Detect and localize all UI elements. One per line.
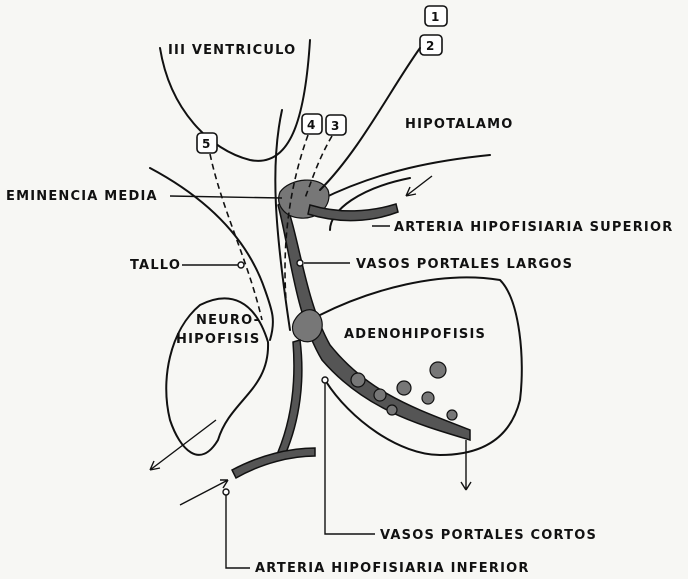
inferior-artery-arrow-in xyxy=(180,480,228,505)
short-portal-leader xyxy=(325,383,375,534)
short-portal-vessel xyxy=(278,340,302,455)
stalk-marker xyxy=(238,262,244,268)
svg-text:2: 2 xyxy=(426,39,434,53)
neurohypophysis-label-1: NEURO- xyxy=(196,313,260,328)
svg-text:5: 5 xyxy=(202,137,210,151)
neurohypophysis-label-2: HIPOFISIS xyxy=(176,332,260,347)
long-portal-label: VASOS PORTALES LARGOS xyxy=(356,257,573,272)
inferior-artery-label: ARTERIA HIPOFISIARIA INFERIOR xyxy=(255,561,530,576)
adenohypophysis-label: ADENOHIPOFISIS xyxy=(344,327,486,342)
ventricle-label: III VENTRICULO xyxy=(168,43,296,58)
third-ventricle-outline xyxy=(160,40,310,161)
venous-drain-arrow xyxy=(461,440,471,490)
median-eminence-label: EMINENCIA MEDIA xyxy=(6,189,158,204)
long-portal-marker xyxy=(297,260,303,266)
neuron-1: 1 xyxy=(425,6,447,26)
inferior-artery-arrow-out xyxy=(150,420,216,470)
superior-artery-label: ARTERIA HIPOFISIARIA SUPERIOR xyxy=(394,220,673,235)
svg-text:3: 3 xyxy=(331,119,339,133)
inferior-hypophyseal-artery xyxy=(232,448,315,478)
neuron-2: 2 xyxy=(320,35,442,190)
inferior-artery-leader xyxy=(226,495,250,568)
svg-text:4: 4 xyxy=(307,118,315,132)
inferior-artery-marker xyxy=(223,489,229,495)
short-portal-label: VASOS PORTALES CORTOS xyxy=(380,528,597,543)
short-portal-plexus xyxy=(293,310,323,342)
median-eminence-leader xyxy=(170,196,282,198)
svg-text:1: 1 xyxy=(431,10,439,24)
stalk-label: TALLO xyxy=(130,258,181,273)
short-portal-marker xyxy=(322,377,328,383)
hypothalamus-label: HIPOTALAMO xyxy=(405,117,514,132)
